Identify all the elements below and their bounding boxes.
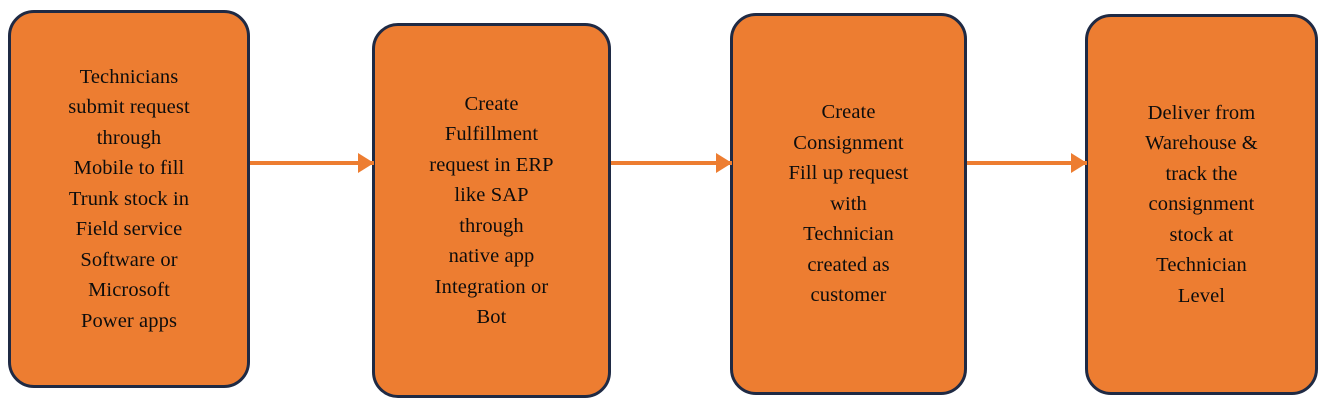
- process-step-label-3: Create Consignment Fill up request with …: [788, 101, 909, 307]
- process-step-label-2: Create Fulfillment request in ERP like S…: [429, 92, 554, 329]
- arrow-right-icon: [611, 148, 732, 178]
- process-step-box-4[interactable]: Deliver from Warehouse & track the consi…: [1085, 14, 1318, 395]
- process-step-box-3[interactable]: Create Consignment Fill up request with …: [730, 13, 967, 395]
- arrow-connector-1: [250, 148, 374, 178]
- arrow-right-icon: [250, 148, 374, 178]
- arrowhead-icon: [358, 153, 374, 173]
- process-step-label-4: Deliver from Warehouse & track the consi…: [1145, 101, 1258, 307]
- arrow-connector-2: [611, 148, 732, 178]
- arrowhead-icon: [716, 153, 732, 173]
- process-step-box-2[interactable]: Create Fulfillment request in ERP like S…: [372, 23, 611, 398]
- process-step-box-1[interactable]: Technicians submit request through Mobil…: [8, 10, 250, 388]
- arrow-connector-3: [967, 148, 1087, 178]
- arrow-right-icon: [967, 148, 1087, 178]
- process-step-label-1: Technicians submit request through Mobil…: [68, 65, 190, 332]
- arrowhead-icon: [1071, 153, 1087, 173]
